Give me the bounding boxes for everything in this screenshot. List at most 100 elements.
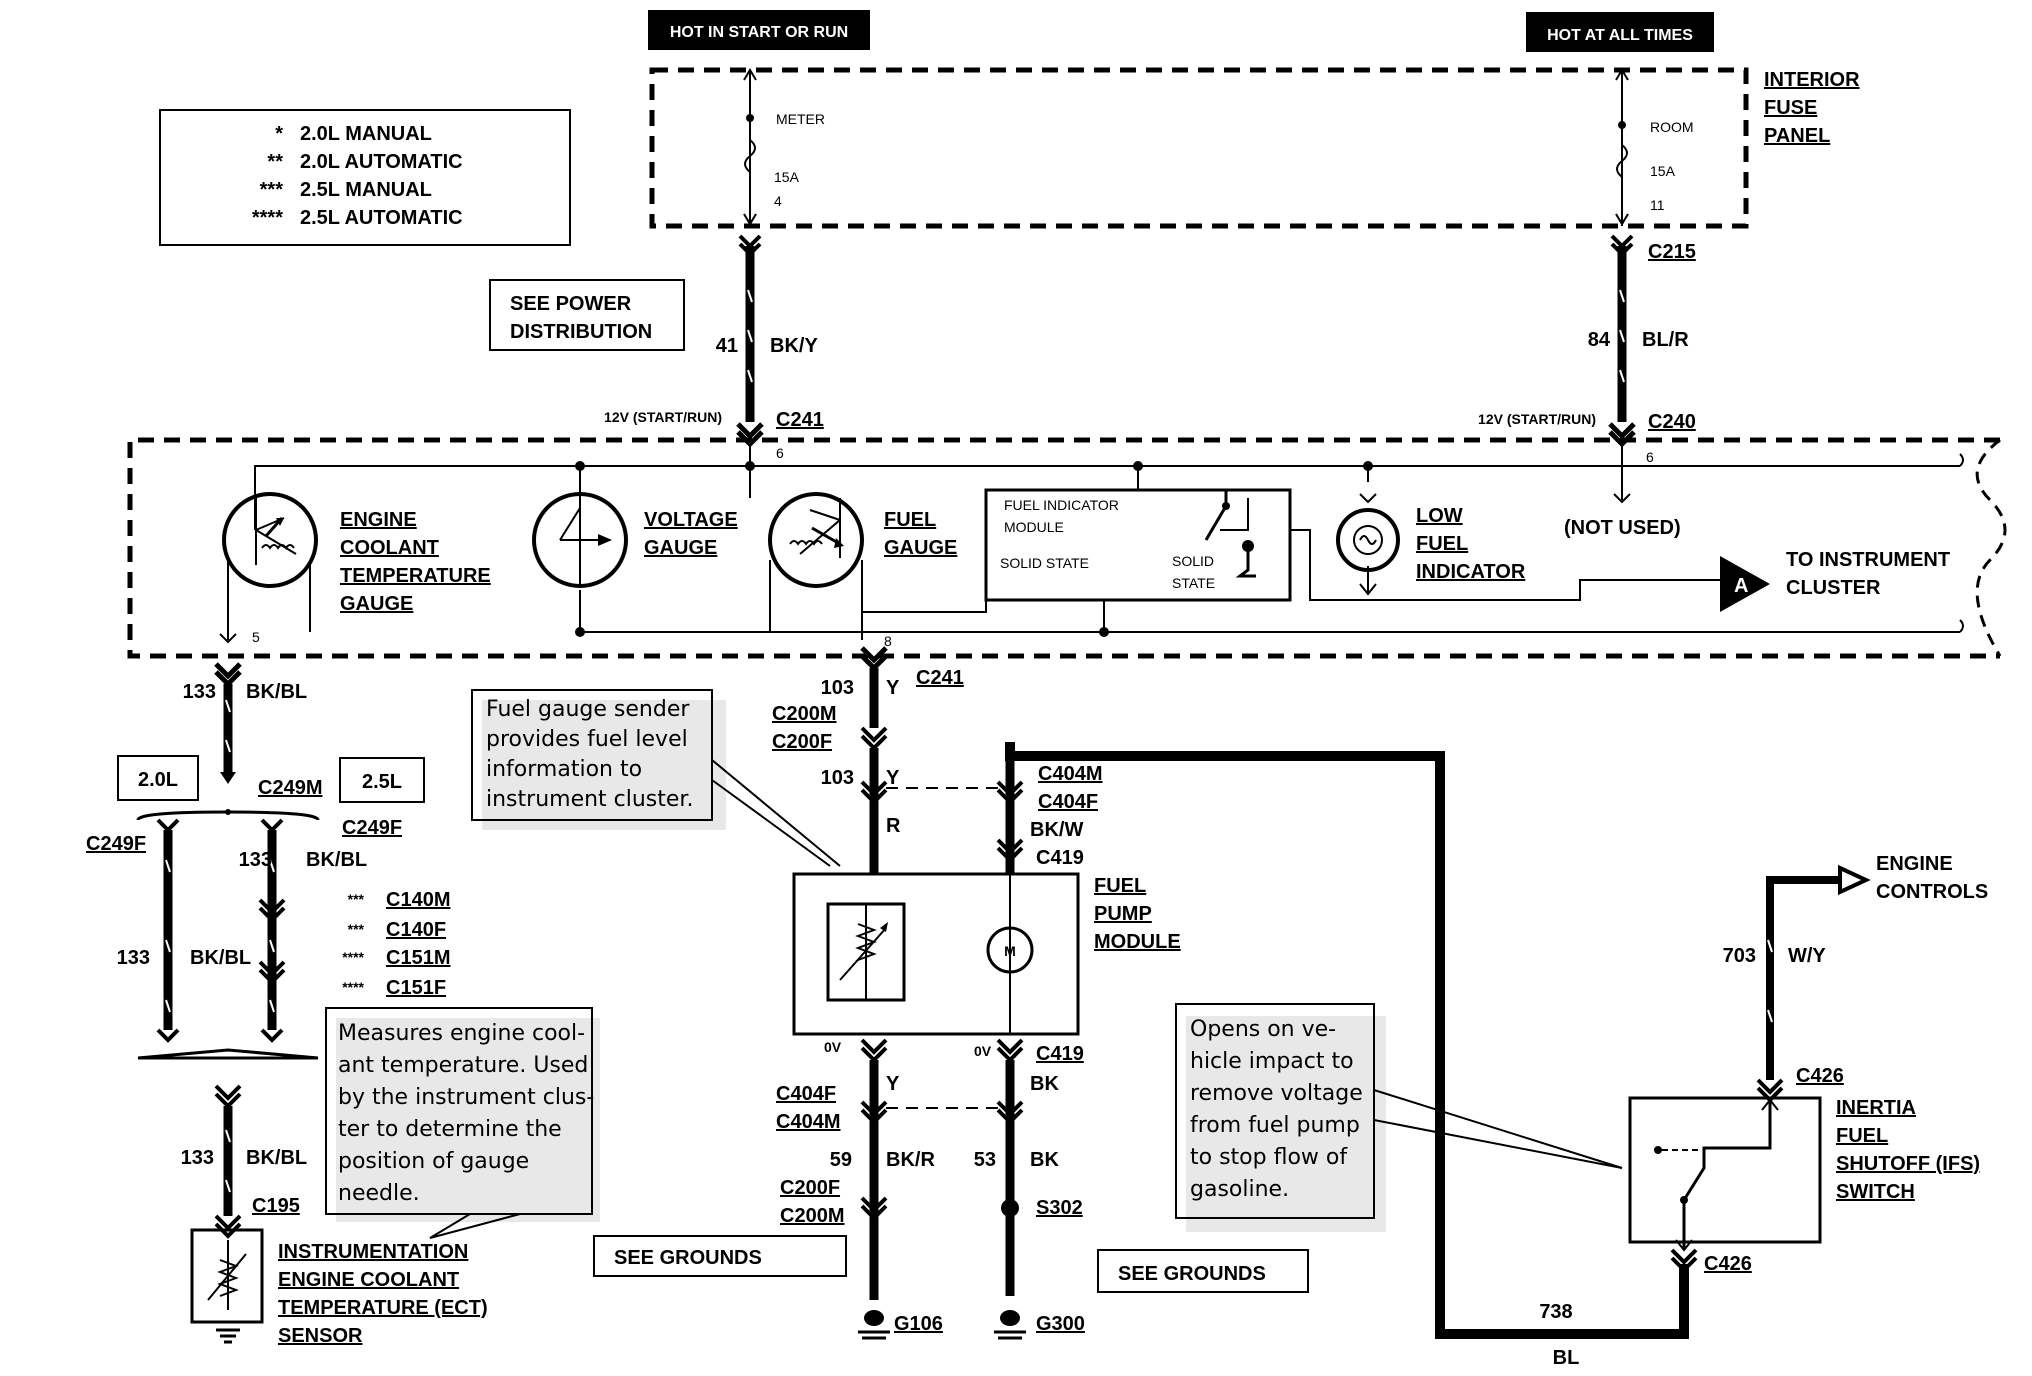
c151f: C151F <box>386 977 446 999</box>
svg-text:11: 11 <box>1650 197 1665 213</box>
wire-103-number: 103 <box>821 767 854 789</box>
cluster-wiring <box>219 444 1964 644</box>
svg-text:Fuel gauge sender: Fuel gauge sender <box>486 697 690 722</box>
svg-text:COOLANT: COOLANT <box>340 537 439 559</box>
wire-r-color: R <box>886 815 901 837</box>
legend: * 2.0L MANUAL ** 2.0L AUTOMATIC *** 2.5L… <box>159 109 571 246</box>
ground-g300: G300 <box>994 1310 1085 1340</box>
ect-sensor: INSTRUMENTATION ENGINE COOLANT TEMPERATU… <box>190 1228 488 1347</box>
wire-703-number: 703 <box>1723 945 1756 967</box>
svg-text:LOW: LOW <box>1416 505 1463 527</box>
c140m: C140M <box>386 889 450 911</box>
svg-text:ENGINE COOLANT: ENGINE COOLANT <box>278 1269 459 1291</box>
legend-text: 2.0L AUTOMATIC <box>300 151 463 173</box>
svg-text:SHUTOFF (IFS): SHUTOFF (IFS) <box>1836 1153 1980 1175</box>
connector-mark: **** <box>342 979 364 995</box>
wire-133-color: BK/BL <box>246 1147 307 1169</box>
interior-fuse-panel: INTERIOR FUSE PANEL METER 15A 4 ROOM 15A… <box>649 67 1860 229</box>
wire-133-color: BK/BL <box>246 681 307 703</box>
svg-text:PUMP: PUMP <box>1094 903 1152 925</box>
see-grounds-left: SEE GROUNDS <box>593 1235 847 1277</box>
ground-g106: G106 <box>858 1310 943 1340</box>
svg-text:HOT IN START OR RUN: HOT IN START OR RUN <box>670 24 848 41</box>
svg-text:INERTIA: INERTIA <box>1836 1097 1916 1119</box>
svg-text:INSTRUMENTATION: INSTRUMENTATION <box>278 1241 468 1263</box>
svg-text:SEE GROUNDS: SEE GROUNDS <box>1118 1263 1266 1285</box>
wire-133-color: BK/BL <box>190 947 251 969</box>
voltage-gauge: VOLTAGE GAUGE <box>532 492 738 588</box>
svg-text:Measures engine cool-: Measures engine cool- <box>338 1021 585 1046</box>
engine-2-5l-box: 2.5L <box>339 757 425 803</box>
svg-text:provides fuel level: provides fuel level <box>486 727 688 752</box>
svg-text:hicle impact to: hicle impact to <box>1190 1049 1354 1074</box>
legend-text: 2.5L AUTOMATIC <box>300 207 463 229</box>
svg-text:CONTROLS: CONTROLS <box>1876 881 1988 903</box>
pin-8: 8 <box>884 633 892 649</box>
c249m: C249M <box>258 777 322 799</box>
c241-top: C241 <box>776 409 824 431</box>
engine-controls: ENGINE CONTROLS <box>1876 853 1988 903</box>
svg-text:information to: information to <box>486 757 642 782</box>
svg-text:C215: C215 <box>1648 241 1696 263</box>
svg-text:15A: 15A <box>1650 163 1676 179</box>
wire-133-number: 133 <box>239 849 272 871</box>
svg-text:FUSE: FUSE <box>1764 97 1817 119</box>
wire-133-number: 133 <box>181 1147 214 1169</box>
ov-left: 0V <box>824 1039 842 1055</box>
ov-right: 0V <box>974 1043 992 1059</box>
not-used-label: (NOT USED) <box>1564 517 1681 539</box>
wire-133-number: 133 <box>183 681 216 703</box>
c195: C195 <box>252 1195 300 1217</box>
svg-text:INDICATOR: INDICATOR <box>1416 561 1526 583</box>
fuel-pump-module: M FUEL PUMP MODULE <box>792 872 1181 1036</box>
svg-text:SOLID: SOLID <box>1172 553 1214 569</box>
c426-top: C426 <box>1796 1065 1844 1087</box>
wire-103-color: Y <box>886 677 900 699</box>
svg-text:GAUGE: GAUGE <box>884 537 957 559</box>
c200m-top: C200M <box>772 703 836 725</box>
c249f-left: C249F <box>86 833 146 855</box>
wire-103-color: Y <box>886 767 900 789</box>
svg-text:GAUGE: GAUGE <box>644 537 717 559</box>
svg-text:HOT AT ALL TIMES: HOT AT ALL TIMES <box>1547 27 1693 44</box>
svg-text:G300: G300 <box>1036 1313 1085 1335</box>
svg-text:SEE GROUNDS: SEE GROUNDS <box>614 1247 762 1269</box>
fuel-indicator-module: FUEL INDICATOR MODULE SOLID STATE SOLID … <box>984 488 1292 602</box>
wire-703-color: W/Y <box>1788 945 1826 967</box>
svg-text:ENGINE: ENGINE <box>1876 853 1953 875</box>
svg-text:2.5L: 2.5L <box>362 771 402 793</box>
engine-2-0l-box: 2.0L <box>117 755 199 801</box>
svg-text:PANEL: PANEL <box>1764 125 1830 147</box>
wire-59-color: BK/R <box>886 1149 935 1171</box>
pin-6-right: 6 <box>1646 449 1654 465</box>
svg-text:MODULE: MODULE <box>1004 519 1064 535</box>
connector-mark: **** <box>342 949 364 965</box>
svg-text:SWITCH: SWITCH <box>1836 1181 1915 1203</box>
wire-738-color: BL <box>1553 1347 1580 1369</box>
svg-text:VOLTAGE: VOLTAGE <box>644 509 738 531</box>
wire-bk-color: BK <box>1030 1073 1059 1095</box>
svg-text:SOLID STATE: SOLID STATE <box>1000 555 1089 571</box>
fuel-sender-note: Fuel gauge sender provides fuel level in… <box>471 689 841 867</box>
wire-bkw-color: BK/W <box>1030 819 1083 841</box>
svg-text:FUEL INDICATOR: FUEL INDICATOR <box>1004 497 1119 513</box>
wire-41-number: 41 <box>716 335 738 357</box>
s302: S302 <box>1036 1197 1083 1219</box>
wire-738-number: 738 <box>1539 1301 1572 1323</box>
instrument-cluster-box <box>127 437 2007 659</box>
svg-text:ant temperature. Used: ant temperature. Used <box>338 1053 588 1078</box>
wire-84-number: 84 <box>1588 329 1611 351</box>
legend-mark: *** <box>260 179 284 201</box>
ect-note: Measures engine cool- ant temperature. U… <box>325 1007 600 1239</box>
svg-text:4: 4 <box>774 193 782 209</box>
svg-text:CLUSTER: CLUSTER <box>1786 577 1881 599</box>
inertia-fuel-shutoff-switch: INERTIA FUEL SHUTOFF (IFS) SWITCH <box>1628 1096 1980 1252</box>
wire-133-number: 133 <box>117 947 150 969</box>
c404m-bottom: C404M <box>776 1111 840 1133</box>
connector-mark: *** <box>348 891 365 907</box>
svg-text:STATE: STATE <box>1172 575 1215 591</box>
svg-text:ter to determine the: ter to determine the <box>338 1117 562 1142</box>
engine-coolant-temperature-gauge: ENGINE COOLANT TEMPERATURE GAUGE <box>222 492 491 615</box>
legend-mark: ** <box>267 151 283 173</box>
